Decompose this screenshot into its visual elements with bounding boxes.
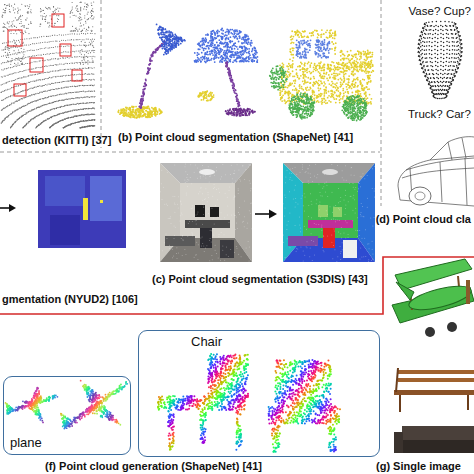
figure: planeChairdetection (KITTI) [37](b) Poin… xyxy=(0,0,474,474)
